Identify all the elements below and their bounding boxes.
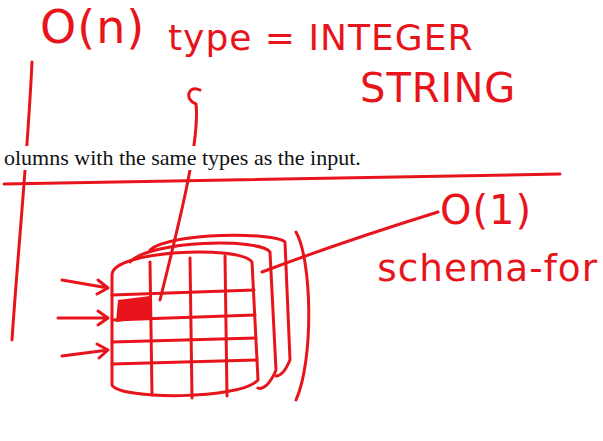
table-row — [112, 360, 257, 364]
body-text: olumns with the same types as the input. — [2, 146, 363, 170]
row-arrow — [62, 280, 108, 294]
table-column — [150, 262, 152, 395]
bracket-stroke — [296, 232, 309, 400]
table-column — [190, 258, 192, 398]
row-arrow — [58, 311, 108, 325]
bracket-stroke — [12, 62, 32, 340]
schema-note: schema-for — [377, 248, 598, 289]
table-row — [112, 290, 254, 295]
complexity-note: O(1) — [440, 188, 532, 232]
row-arrow — [62, 344, 108, 358]
highlighted-cell — [116, 296, 151, 322]
complexity-note: O(n) — [40, 2, 145, 53]
type-note: STRING — [360, 66, 516, 110]
underline — [4, 174, 560, 184]
table-outline — [112, 252, 258, 396]
table-outline — [150, 235, 290, 376]
pointer-stroke — [160, 89, 200, 300]
table-column — [225, 256, 227, 396]
table-row — [112, 338, 256, 342]
type-note: type = INTEGER — [168, 18, 473, 58]
